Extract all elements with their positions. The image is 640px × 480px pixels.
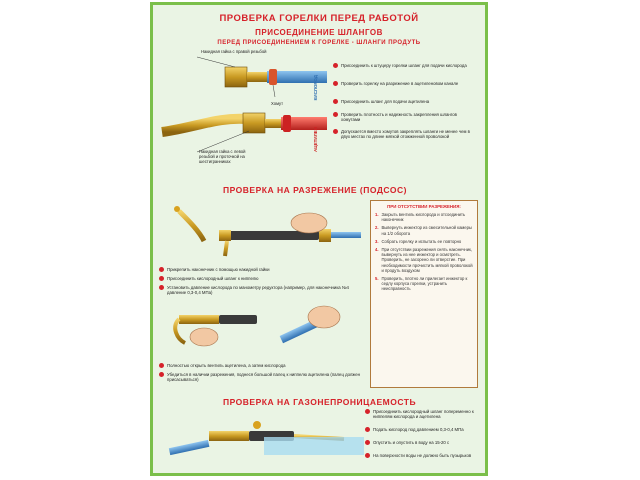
notice-step: 5.Проверить, плотно ли прилегает инжекто… [375,276,468,292]
no-vacuum-notice: ПРИ ОТСУТСТВИИ РАЗРЕЖЕНИЯ: 1.Закрыть вен… [370,200,478,388]
vacuum-check-illustration-1 [174,206,361,257]
notice-step: 3.Собрать горелку и испытать ее повторно [375,238,462,244]
section2-bullet: Полностью открыть вентиль ацетилена, а з… [159,363,364,368]
bullet-icon [333,63,338,68]
section3-title: ПРОВЕРКА НА ГАЗОНЕПРОНИЦАЕМОСТЬ [223,397,417,407]
right-nut-label: Накидная гайка с правой резьбой [201,49,267,54]
section1-title: ПРИСОЕДИНЕНИЕ ШЛАНГОВ [255,28,383,37]
section3-bullet: Присоединить кислородный шланг поперемен… [365,409,478,419]
bullet-icon [333,81,338,86]
vacuum-check-illustration-2 [173,305,341,347]
section3-bullet: Опустить и опустить в воду на 15-20 с [365,440,478,445]
bullet-icon [365,440,370,445]
bullet-icon [159,363,164,368]
section2-bullet: Прикрепить наконечник с помощью накидной… [159,267,364,272]
section1-bullet: Проверить плотность и надежность закрепл… [333,112,477,122]
bullet-icon [333,112,338,117]
notice-step: 1.Закрыть вентиль кислорода и отсоединит… [375,212,466,223]
bullet-icon [333,129,338,134]
bullet-icon [365,427,370,432]
section2-bullet: Присоединить кислородный шланг к ниппелю [159,276,364,281]
instruction-poster: ПРОВЕРКА ГОРЕЛКИ ПЕРЕД РАБОТОЙ ПРИСОЕДИН… [150,2,488,476]
section2-bullet: Установить давление кислорода по маномет… [159,285,364,295]
section1-bullet: Присоединить к штуцеру горелки шланг для… [333,63,477,68]
bullet-icon [159,276,164,281]
clamp-label: Хомут [271,101,284,106]
bullet-icon [365,409,370,414]
section1-bullet: Допускается вместо хомутов закреплять шл… [333,129,477,139]
left-nut-label: Накидная гайка с левой резьбой и проточк… [199,149,246,164]
notice-step: 2.Вывернуть инжектор из смесительной кам… [375,225,472,236]
section1-subtitle: ПЕРЕД ПРИСОЕДИНЕНИЕМ К ГОРЕЛКЕ - ШЛАНГИ … [217,40,421,46]
oxygen-label: КИСЛОРОД [313,75,318,101]
bullet-icon [333,99,338,104]
bullet-icon [159,267,164,272]
hose-connection-illustration [161,56,327,153]
section2-title: ПРОВЕРКА НА РАЗРЕЖЕНИЕ (ПОДСОС) [223,185,407,195]
poster-title: ПРОВЕРКА ГОРЕЛКИ ПЕРЕД РАБОТОЙ [219,13,419,24]
section2-bullet: Убедиться в наличии разрежения, поднеся … [159,372,364,382]
leak-check-illustration [168,421,364,456]
section3-bullet: Подать кислород под давлением 0,3-0,4 МП… [365,427,478,432]
section1-bullet: Присоединить шланг для подачи ацетилена [333,99,477,104]
bullet-icon [159,372,164,377]
notice-step: 4.При отсутствии разрежения снять наконе… [375,247,473,273]
section3-bullet: На поверхности воды не должно быть пузыр… [365,453,478,458]
notice-heading: ПРИ ОТСУТСТВИИ РАЗРЕЖЕНИЯ: [387,204,461,209]
bullet-icon [159,285,164,290]
section1-bullet: Проверить горелку на разрежение в ацетил… [333,81,477,86]
bullet-icon [365,453,370,458]
acetylene-label: АЦЕТИЛЕН [313,127,318,152]
